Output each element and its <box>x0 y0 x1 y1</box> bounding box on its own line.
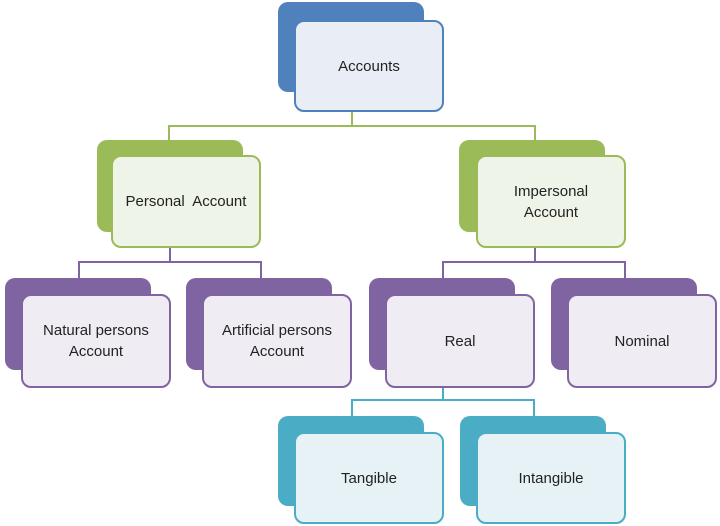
node-natural-persons-account-label-line2: Account <box>68 343 124 360</box>
node-nominal: Nominal <box>551 278 717 388</box>
node-nominal-box: Nominal <box>567 294 717 388</box>
node-personal-account-label: Personal Account <box>125 193 247 210</box>
node-real-box: Real <box>385 294 535 388</box>
node-natural-persons-account-box: Natural persons Account <box>21 294 171 388</box>
node-impersonal-account-label-line2: Account <box>523 203 579 221</box>
node-artificial-persons-account-box: Artificial persons Account <box>202 294 352 388</box>
node-intangible-box: Intangible <box>476 432 626 524</box>
node-impersonal-account: Impersonal Account <box>459 140 626 248</box>
node-personal-account-box: Personal Account <box>111 155 261 248</box>
node-accounts-box: Accounts <box>294 20 444 112</box>
node-intangible: Intangible <box>460 416 626 524</box>
node-artificial-persons-account: Artificial persons Account <box>186 278 352 388</box>
node-tangible-label: Tangible <box>341 469 397 487</box>
node-real: Real <box>369 278 535 388</box>
node-impersonal-account-box: Impersonal Account <box>476 155 626 248</box>
node-nominal-label: Nominal <box>614 332 670 350</box>
node-accounts-label: Accounts <box>338 57 400 75</box>
node-tangible-box: Tangible <box>294 432 444 524</box>
node-real-label: Real <box>444 332 476 350</box>
node-intangible-label: Intangible <box>518 469 584 487</box>
node-accounts: Accounts <box>278 2 444 112</box>
node-natural-persons-account-label-line1: Natural persons <box>43 322 149 339</box>
node-impersonal-account-label-line1: Impersonal <box>513 182 589 200</box>
node-tangible: Tangible <box>278 416 444 524</box>
node-artificial-persons-account-label-line1: Artificial persons <box>221 322 333 339</box>
node-artificial-persons-account-label-line2: Account <box>249 343 305 360</box>
node-personal-account: Personal Account <box>97 140 261 248</box>
node-natural-persons-account: Natural persons Account <box>5 278 171 388</box>
